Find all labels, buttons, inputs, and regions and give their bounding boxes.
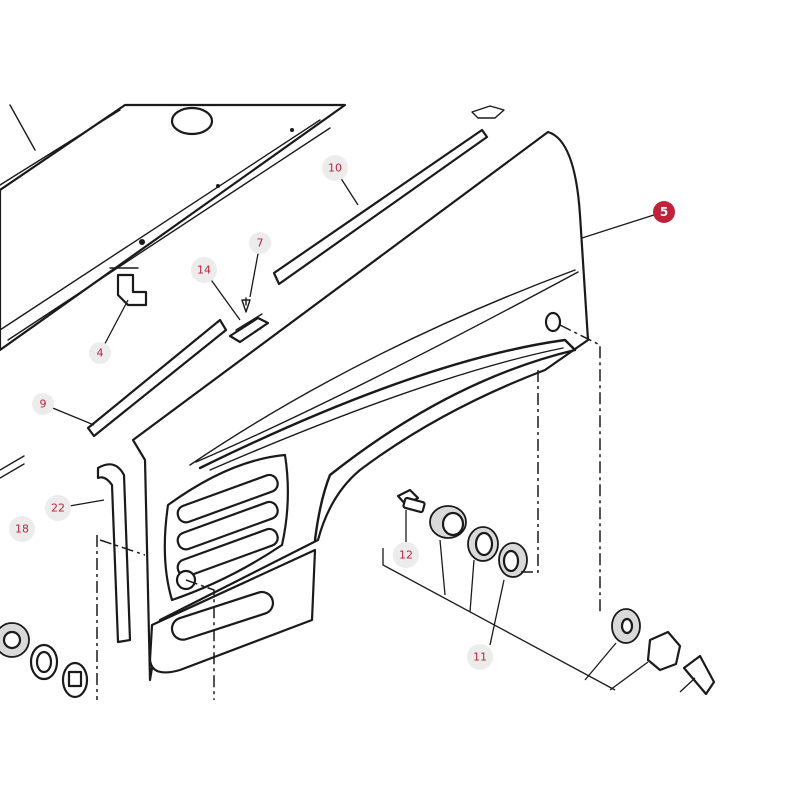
callout-4[interactable]: 4	[89, 342, 111, 364]
callout-9[interactable]: 9	[32, 393, 54, 415]
svg-text:11: 11	[473, 651, 487, 664]
hood-hole	[170, 106, 214, 136]
svg-text:18: 18	[15, 523, 29, 536]
callout-22[interactable]: 22	[45, 495, 71, 521]
bushing-stack	[429, 505, 528, 578]
svg-text:14: 14	[197, 264, 211, 277]
strip-part-9	[86, 318, 228, 438]
clip-part-14	[228, 313, 270, 344]
svg-text:5: 5	[660, 205, 668, 219]
fender-hole	[544, 311, 562, 333]
left-edge-parts	[0, 455, 89, 699]
callout-18[interactable]: 18	[9, 516, 35, 542]
callout-12[interactable]: 12	[393, 542, 419, 568]
svg-text:9: 9	[40, 398, 47, 411]
hood-panel	[0, 103, 505, 352]
fender-panel	[131, 130, 590, 682]
alignment-lines	[96, 324, 601, 700]
lower-right-parts	[611, 608, 716, 696]
callout-11[interactable]: 11	[467, 644, 493, 670]
clip-part-4	[109, 267, 148, 307]
hood-latch	[471, 105, 505, 119]
callout-10[interactable]: 10	[322, 155, 348, 181]
svg-text:7: 7	[257, 237, 264, 250]
strip-part-10	[272, 128, 489, 286]
callout-5[interactable]: 5	[653, 201, 675, 223]
callout-14[interactable]: 14	[191, 257, 217, 283]
svg-text:10: 10	[328, 162, 342, 175]
screw-part-7	[241, 297, 251, 313]
svg-text:12: 12	[399, 549, 413, 562]
seal-part-22	[96, 463, 132, 644]
bolt-part-12	[396, 488, 426, 514]
svg-text:4: 4	[97, 347, 104, 360]
callouts: 5 10 7 14 4 9 22 18	[9, 155, 675, 670]
svg-text:22: 22	[51, 502, 65, 515]
callout-7[interactable]: 7	[249, 232, 271, 254]
